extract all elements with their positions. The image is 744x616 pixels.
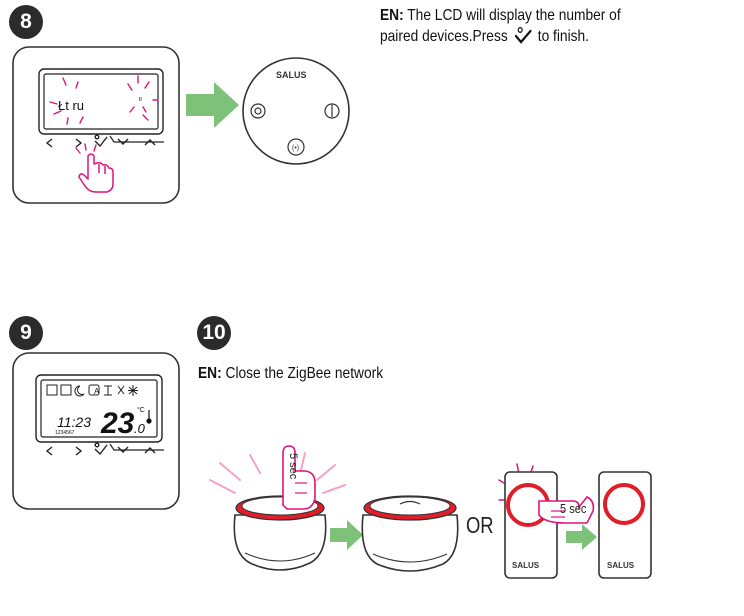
- gateway-closed: [361, 495, 459, 572]
- signal-icon: ᴵᴵ: [139, 96, 142, 105]
- lcd-blink-sparkles: [49, 75, 159, 125]
- pressing-hand-icon: [78, 153, 114, 193]
- step-9-number: 9: [20, 321, 32, 344]
- lcd-unit: °C: [137, 406, 145, 414]
- or-label: OR: [466, 512, 494, 538]
- step10-text: Close the ZigBee network: [225, 365, 384, 382]
- step8-lang: EN:: [380, 7, 404, 24]
- step-10-badge: 10: [197, 316, 231, 350]
- step-10-number: 10: [202, 321, 226, 344]
- arrow-step8-icon: [186, 82, 239, 128]
- lcd-temperature: 23: [100, 407, 135, 440]
- pressing-hand-step10-icon: [282, 445, 316, 510]
- lcd-paired-count: Łt ru: [58, 98, 84, 113]
- usb-coordinator-closed: SALUS: [598, 471, 652, 579]
- arrow-step10b-icon: [566, 524, 597, 550]
- dongle-brand-2: SALUS: [607, 561, 635, 570]
- step8-text-line1: The LCD will display the number of: [407, 7, 621, 24]
- press-sparkles: [209, 452, 346, 494]
- lcd-time: 11:23: [57, 414, 91, 430]
- press-duration-1: 5 sec: [287, 453, 299, 480]
- step10-instruction: EN: Close the ZigBee network: [198, 364, 383, 383]
- usb-coordinator-pressed: SALUS: [498, 463, 558, 579]
- step8-text-line2b: to finish.: [537, 28, 589, 45]
- step-8-number: 8: [20, 10, 32, 33]
- thermostat-step9-buttons: [45, 442, 164, 456]
- lcd-weekdays: 1234567: [55, 430, 75, 436]
- step8-instruction-line1: EN: The LCD will display the number of: [380, 6, 621, 25]
- lcd-mode-icons: [46, 384, 138, 397]
- lcd-auto-icon: A: [94, 387, 100, 396]
- press-label-1: 5 sec: [287, 453, 299, 480]
- dongle-brand-1: SALUS: [512, 561, 540, 570]
- thermostat-step8-buttons: [45, 134, 164, 148]
- thermostat-step9: A 11:23 1234567 23 .0 °C: [12, 352, 180, 510]
- press-duration-2: 5 sec: [560, 501, 587, 516]
- thermostat-step8: Łt ru ᴵᴵ: [12, 46, 180, 204]
- pressing-hand-dongle-icon: [538, 495, 595, 524]
- step8-text-line2a: paired devices.Press: [380, 28, 508, 45]
- gateway-pressed: [209, 452, 346, 571]
- step-8-badge: 8: [9, 5, 43, 39]
- step10-lang: EN:: [198, 365, 222, 382]
- arrow-step10a-icon: [330, 520, 363, 550]
- thermometer-icon: [146, 410, 152, 424]
- step8-instruction-line2: paired devices.Press to finish.: [380, 26, 589, 46]
- gateway-brand: SALUS: [276, 70, 307, 80]
- gateway-bottom-view: (•) SALUS: [242, 57, 350, 165]
- gateway-network-icon: (•): [292, 145, 299, 152]
- lcd-temperature-decimal: .0: [134, 421, 146, 436]
- step-9-badge: 9: [9, 316, 43, 350]
- checkmark-button-icon: [514, 27, 532, 44]
